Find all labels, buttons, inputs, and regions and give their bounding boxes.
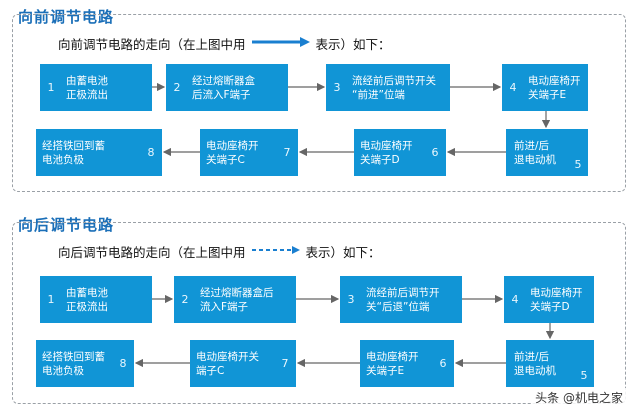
- step-number: 8: [147, 146, 155, 159]
- backward-frame: [12, 222, 626, 404]
- forward-step-1: 1 由蓄电池 正极流出: [40, 64, 152, 111]
- step-text: 经过熔断器盒后 流入F端子: [200, 286, 274, 313]
- step-number: 6: [439, 357, 447, 370]
- step-number: 3: [333, 81, 341, 94]
- step-number: 4: [509, 81, 517, 94]
- step-text: 经过熔断器盒 后流入F端子: [192, 74, 255, 101]
- forward-step-5: 5 前进/后 退电动机: [506, 129, 588, 176]
- step-text: 电动座椅开 关端子C: [206, 139, 259, 166]
- step-number: 7: [281, 357, 289, 370]
- forward-intro-before: 向前调节电路的走向（在上图中用: [58, 37, 246, 52]
- step-number: 5: [580, 368, 588, 382]
- step-text: 前进/后 退电动机: [514, 139, 556, 166]
- step-text: 经搭铁回到蓄 电池负极: [42, 350, 105, 377]
- dashed-arrow-legend-icon: [250, 244, 302, 259]
- step-text: 经搭铁回到蓄 电池负极: [42, 139, 105, 166]
- forward-section-title: 向前调节电路: [18, 8, 115, 26]
- step-number: 4: [511, 293, 519, 306]
- step-number: 3: [347, 293, 355, 306]
- forward-step-6: 6 电动座椅开 关端子D: [354, 129, 446, 176]
- step-text: 电动座椅开 关端子E: [366, 350, 419, 377]
- step-text: 前进/后 退电动机: [514, 350, 556, 377]
- step-text: 由蓄电池 正极流出: [66, 286, 108, 313]
- step-number: 7: [283, 146, 291, 159]
- forward-step-2: 2 经过熔断器盒 后流入F端子: [166, 64, 288, 111]
- backward-intro: 向后调节电路的走向（在上图中用 表示）如下：: [58, 242, 381, 261]
- step-text: 流经前后调节开 关“后退”位端: [366, 286, 440, 313]
- backward-section-title: 向后调节电路: [18, 216, 115, 234]
- step-number: 1: [47, 293, 55, 306]
- backward-step-6: 6 电动座椅开 关端子E: [360, 340, 454, 387]
- backward-step-7: 7 电动座椅开关 端子C: [190, 340, 296, 387]
- step-text: 电动座椅开 关端子E: [528, 74, 581, 101]
- forward-intro: 向前调节电路的走向（在上图中用 表示）如下：: [58, 34, 391, 53]
- step-number: 5: [574, 157, 582, 171]
- step-text: 电动座椅开 关端子D: [530, 286, 583, 313]
- backward-step-4: 4 电动座椅开 关端子D: [504, 276, 594, 323]
- forward-step-7: 7 电动座椅开 关端子C: [200, 129, 298, 176]
- backward-intro-before: 向后调节电路的走向（在上图中用: [58, 245, 246, 260]
- step-number: 6: [431, 146, 439, 159]
- step-text: 电动座椅开 关端子D: [360, 139, 413, 166]
- backward-step-8: 8 经搭铁回到蓄 电池负极: [36, 340, 134, 387]
- backward-intro-after: 表示）如下：: [305, 245, 381, 260]
- step-number: 2: [173, 81, 181, 94]
- forward-step-3: 3 流经前后调节开关 “前进”位端: [326, 64, 450, 111]
- forward-step-8: 8 经搭铁回到蓄 电池负极: [36, 129, 162, 176]
- backward-step-1: 1 由蓄电池 正极流出: [40, 276, 152, 323]
- watermark: 头条 @机电之家: [532, 388, 626, 407]
- forward-frame: [12, 14, 626, 192]
- backward-step-3: 3 流经前后调节开 关“后退”位端: [340, 276, 462, 323]
- solid-arrow-legend-icon: [250, 36, 312, 51]
- step-text: 由蓄电池 正极流出: [66, 74, 108, 101]
- forward-step-4: 4 电动座椅开 关端子E: [502, 64, 588, 111]
- step-number: 1: [47, 81, 55, 94]
- backward-step-2: 2 经过熔断器盒后 流入F端子: [174, 276, 296, 323]
- forward-intro-after: 表示）如下：: [315, 37, 391, 52]
- step-text: 流经前后调节开关 “前进”位端: [352, 74, 436, 101]
- backward-step-5: 5 前进/后 退电动机: [506, 340, 594, 387]
- step-number: 2: [181, 293, 189, 306]
- step-number: 8: [119, 357, 127, 370]
- step-text: 电动座椅开关 端子C: [196, 350, 259, 377]
